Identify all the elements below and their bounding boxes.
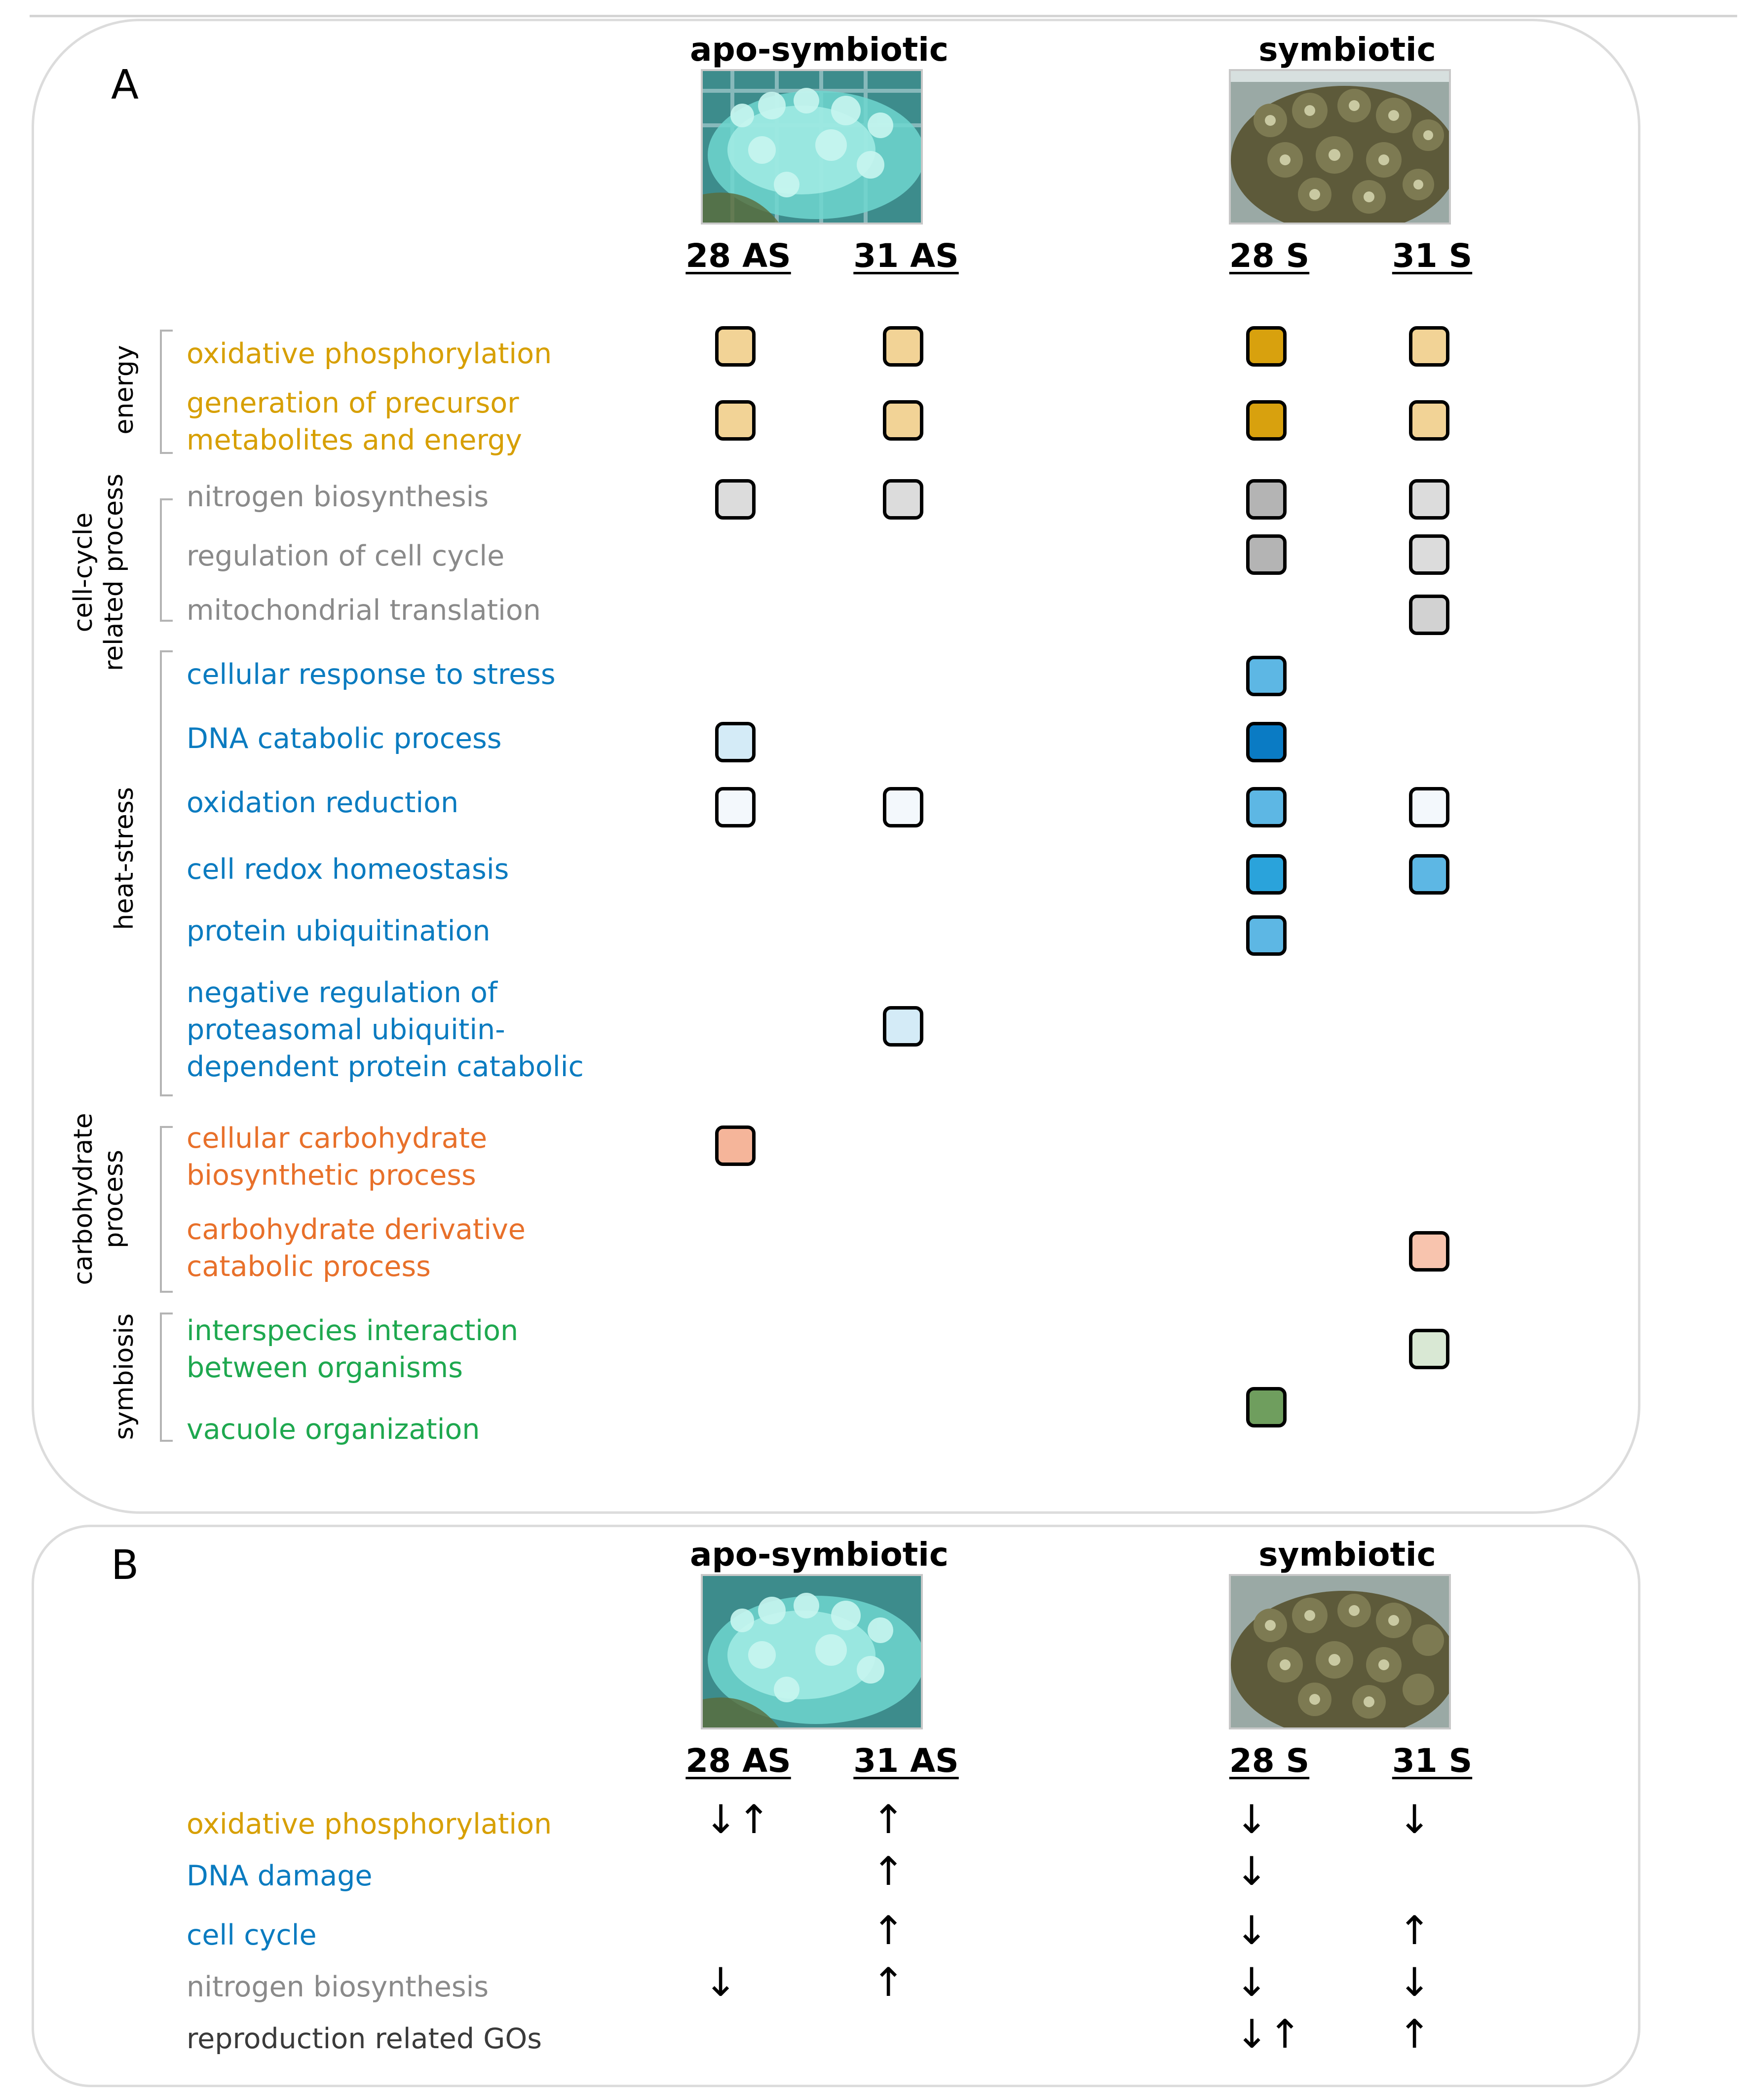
panel-b-letter: B [111,1542,139,1589]
enrichment-cell-28s [1246,1387,1287,1427]
enrichment-cell-28s [1246,854,1287,895]
go-term-label: DNA catabolic process [187,722,502,755]
go-term-label: regulation of cell cycle [187,540,505,572]
panel-a-col-28s: 28 S [1229,237,1310,275]
enrichment-cell-31s [1409,400,1449,441]
top-rule [30,15,1737,17]
regulation-arrow: ↓ [1235,1908,1268,1953]
panel-a [32,19,1640,1514]
enrichment-cell-28as [715,722,756,762]
panel-b-group-sym: symbiotic [1258,1536,1436,1574]
enrichment-cell-28as [715,400,756,441]
category-label-carbohydrate: carbohydrate process [69,1113,129,1285]
regulation-arrow: ↑ [1398,2011,1431,2057]
regulation-arrow: ↓ [1398,1959,1431,2005]
bracket-cellcycle [160,498,173,622]
go-term-label: interspecies interaction between organis… [187,1314,519,1384]
panel-a-group-sym: symbiotic [1258,31,1436,69]
go-term-label: cellular carbohydrate biosynthetic proce… [187,1122,488,1192]
category-label-symbiosis: symbiosis [110,1313,139,1440]
category-label-heatstress: heat-stress [110,787,139,930]
regulation-arrow: ↑ [872,1797,905,1842]
enrichment-cell-31as [883,787,923,827]
apo-symbiotic-coral-photo-b [701,1574,923,1729]
regulation-arrow: ↓↑ [704,1797,771,1842]
enrichment-cell-28s [1246,479,1287,520]
regulation-arrow: ↓ [704,1959,737,2005]
enrichment-cell-31as [883,1006,923,1047]
go-term-label: oxidation reduction [187,787,459,819]
enrichment-cell-31as [883,479,923,520]
go-term-label: carbohydrate derivative catabolic proces… [187,1213,526,1283]
go-term-label: cell redox homeostasis [187,853,509,886]
panel-b-row-label: DNA damage [187,1860,373,1892]
panel-a-group-apo: apo-symbiotic [689,31,949,69]
enrichment-cell-28as [715,326,756,367]
enrichment-cell-31as [883,400,923,441]
go-term-label: mitochondrial translation [187,594,541,627]
enrichment-cell-28as [715,479,756,520]
enrichment-cell-31as [883,326,923,367]
regulation-arrow: ↑ [872,1848,905,1894]
enrichment-cell-31s [1409,326,1449,367]
go-term-label: nitrogen biosynthesis [187,481,489,513]
panel-a-col-28as: 28 AS [685,237,791,275]
enrichment-cell-31s [1409,479,1449,520]
go-term-label: oxidative phosphorylation [187,338,552,370]
panel-b-col-28as: 28 AS [685,1742,791,1780]
enrichment-cell-28as [715,1125,756,1166]
go-term-label: vacuole organization [187,1413,480,1446]
enrichment-cell-28s [1246,400,1287,441]
apo-symbiotic-coral-photo [701,69,923,225]
enrichment-cell-28s [1246,915,1287,956]
category-label-cellcycle: cell-cycle related process [69,473,129,672]
enrichment-cell-31s [1409,854,1449,895]
panel-b-row-label: cell cycle [187,1919,317,1951]
enrichment-cell-28s [1246,656,1287,696]
go-term-label: negative regulation of proteasomal ubiqu… [187,976,584,1083]
enrichment-cell-31s [1409,1329,1449,1369]
go-term-label: cellular response to stress [187,658,556,691]
panel-a-letter: A [111,62,139,109]
enrichment-cell-31s [1409,787,1449,827]
panel-a-col-31as: 31 AS [853,237,959,275]
panel-b-row-label: reproduction related GOs [187,2023,542,2055]
bracket-symbiosis [160,1312,173,1442]
go-term-label: generation of precursor metabolites and … [187,387,522,456]
go-term-label: protein ubiquitination [187,915,491,947]
regulation-arrow: ↓ [1235,1848,1268,1894]
panel-b-row-label: oxidative phosphorylation [187,1808,552,1840]
enrichment-cell-28s [1246,534,1287,575]
panel-b-row-label: nitrogen biosynthesis [187,1971,489,2003]
regulation-arrow: ↑ [872,1908,905,1953]
regulation-arrow: ↓ [1235,1959,1268,2005]
panel-b-col-28s: 28 S [1229,1742,1310,1780]
regulation-arrow: ↓↑ [1235,2011,1302,2057]
regulation-arrow: ↓ [1235,1797,1268,1842]
enrichment-cell-31s [1409,534,1449,575]
symbiotic-coral-photo [1229,69,1451,225]
enrichment-cell-28s [1246,326,1287,367]
enrichment-cell-28s [1246,722,1287,762]
bracket-heatstress [160,650,173,1096]
regulation-arrow: ↑ [872,1959,905,2005]
enrichment-cell-28s [1246,787,1287,827]
enrichment-cell-31s [1409,595,1449,635]
symbiotic-coral-photo-b [1229,1574,1451,1729]
enrichment-cell-31s [1409,1231,1449,1272]
bracket-energy [160,330,173,454]
panel-b-col-31s: 31 S [1392,1742,1473,1780]
panel-a-col-31s: 31 S [1392,237,1473,275]
panel-b-col-31as: 31 AS [853,1742,959,1780]
regulation-arrow: ↓ [1398,1797,1431,1842]
panel-b-group-apo: apo-symbiotic [689,1536,949,1574]
category-label-energy: energy [110,345,139,435]
bracket-carbohydrate [160,1126,173,1293]
enrichment-cell-28as [715,787,756,827]
regulation-arrow: ↑ [1398,1908,1431,1953]
